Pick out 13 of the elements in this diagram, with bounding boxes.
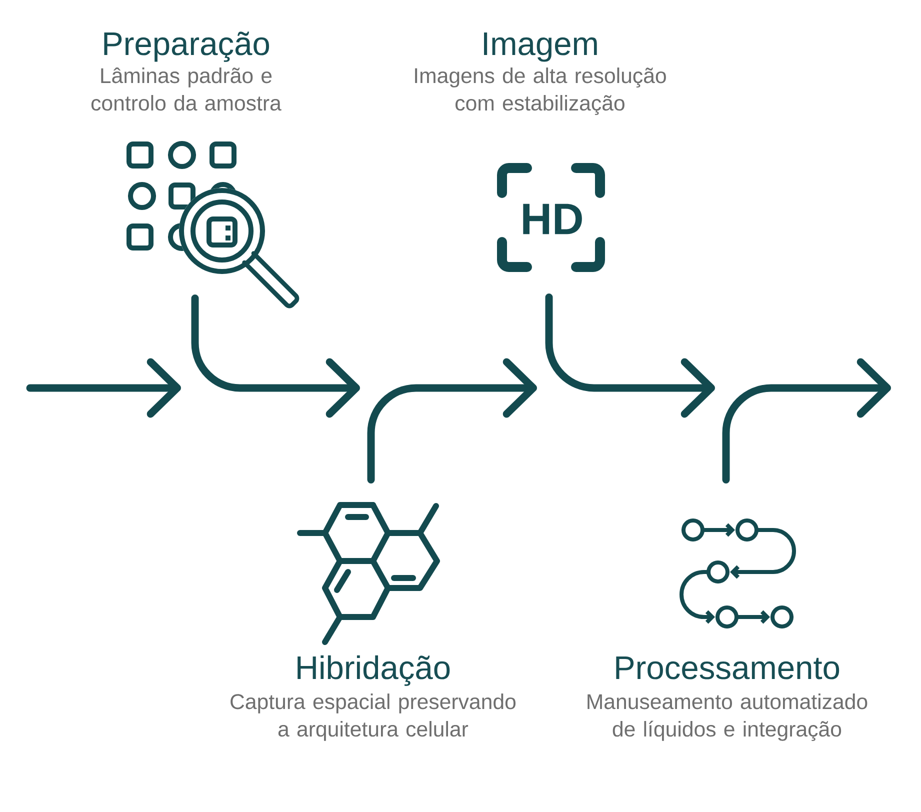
icon-text: HD xyxy=(523,204,582,234)
step-description: Lâminas padrão e controlo da amostra xyxy=(91,67,282,111)
step-heading: Hibridação xyxy=(298,655,450,686)
arrow xyxy=(545,294,715,418)
step-description: Imagens de alta resolução com estabilização xyxy=(415,68,666,115)
step-heading: Imagem xyxy=(484,32,597,62)
arrow xyxy=(367,358,537,484)
step-description: Manuseamento automatizado de líquidos e integração xyxy=(588,694,868,741)
step-description: Captura espacial preservando a arquitetura celular xyxy=(230,694,516,741)
arrow xyxy=(722,358,891,484)
step-heading: Processamento xyxy=(616,656,840,680)
arrow xyxy=(191,294,360,418)
step-heading: Preparação xyxy=(104,32,270,62)
